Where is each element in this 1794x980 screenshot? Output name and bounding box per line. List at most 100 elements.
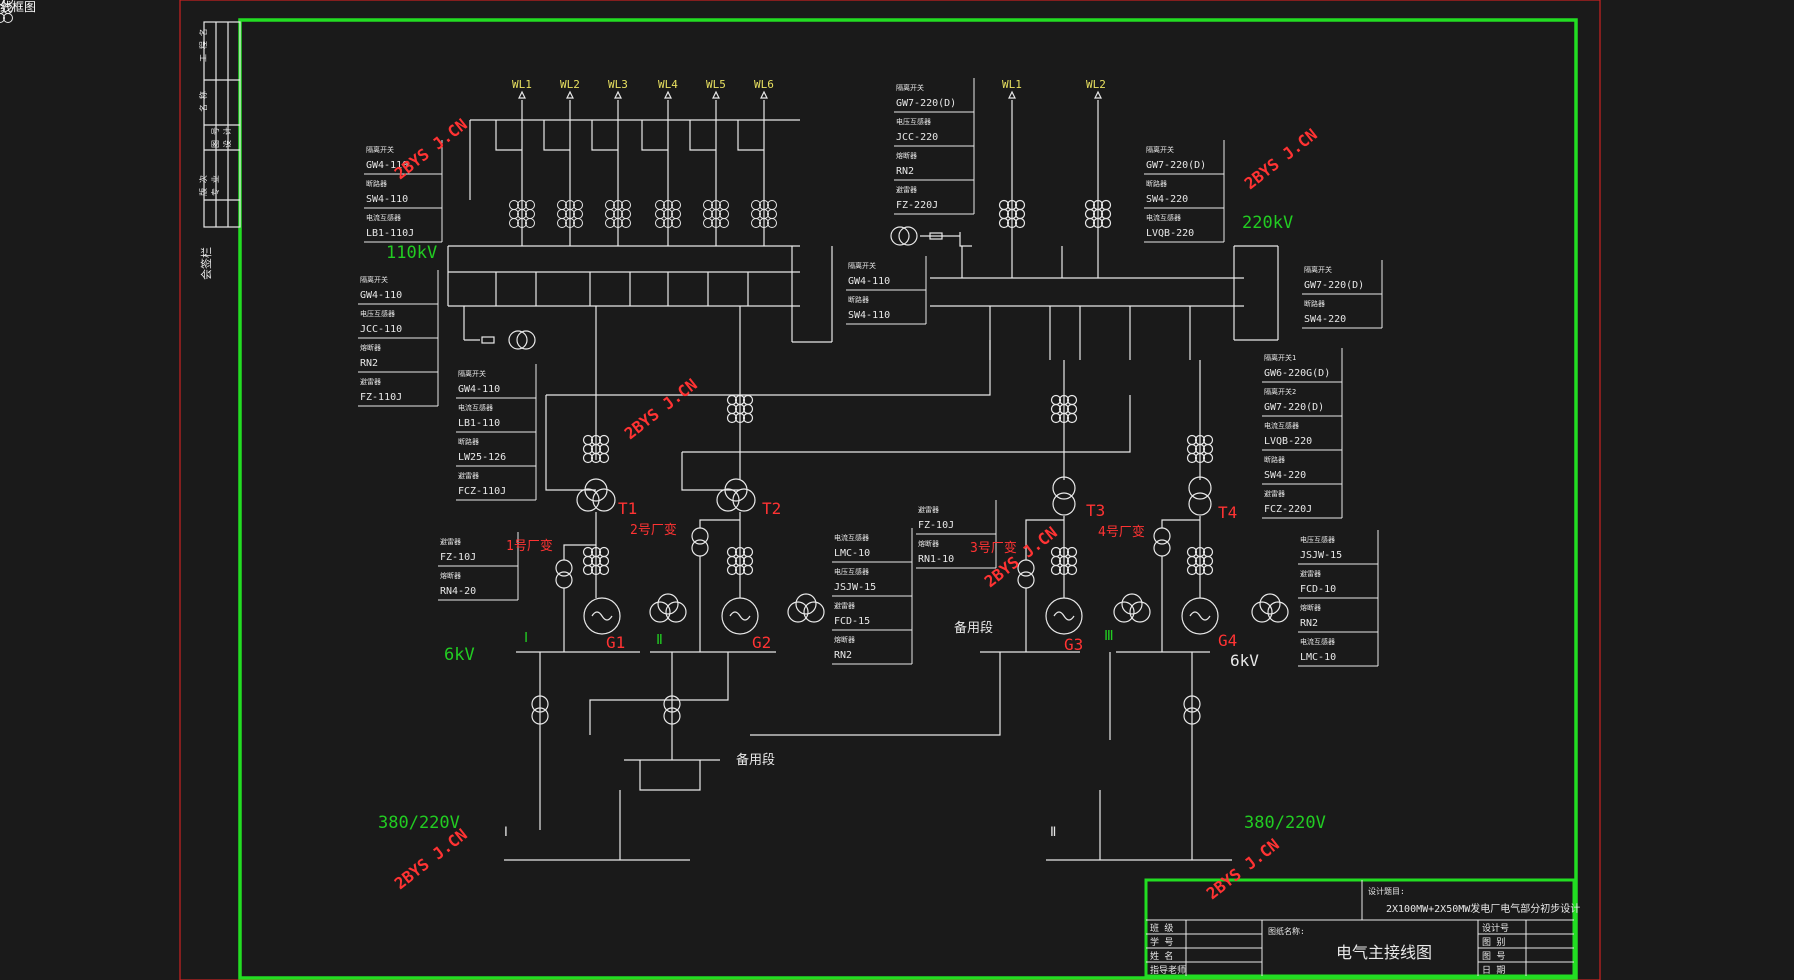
feeder-label-wl2: WL2 — [560, 78, 580, 91]
feeder-label-wl3: WL3 — [608, 78, 628, 91]
spec-box-type: 避雷器 — [834, 601, 855, 610]
spec-box-type: 隔离开关 — [1304, 265, 1332, 274]
section-label-1: Ⅰ — [524, 630, 528, 646]
spec-box-type: 隔离开关 — [1146, 145, 1174, 154]
spec-box-type: 断路器 — [1146, 179, 1167, 188]
drawing-frame — [238, 18, 1578, 980]
generator-g1 — [583, 597, 621, 635]
title-drawing-name: 电气主接线图 — [1336, 943, 1432, 962]
feeder-label-wl1: WL1 — [512, 78, 532, 91]
spec-box-type: 断路器 — [458, 437, 479, 446]
label-t4: T4 — [1218, 503, 1237, 522]
spec-box-type: 避雷器 — [1300, 569, 1321, 578]
ct-clusters-110 — [0, 0, 777, 228]
spec-box-type: 电流互感器 — [834, 533, 869, 542]
spec-box-model: LB1-110 — [458, 418, 500, 429]
title-right-row-4: 日 期 — [1482, 965, 1505, 976]
spec-box-model: SW4-110 — [366, 194, 408, 205]
title-right-row-2: 图 别 — [1482, 937, 1505, 948]
pt-sets-6kv — [649, 593, 1289, 623]
spec-box-type: 隔离开关 — [896, 83, 924, 92]
voltage-380-left: 380/220V — [378, 813, 460, 833]
label-station-transformer-1: 1号厂变 — [506, 538, 553, 554]
side-table-label-1: 工 程 名 — [198, 28, 208, 62]
spec-box-model: GW4-110 — [366, 160, 408, 171]
spec-box-model: FZ-110J — [360, 392, 402, 403]
spec-box-model: GW6-220G(D) — [1264, 368, 1330, 379]
feeder-label-220-wl1: WL1 — [1002, 78, 1022, 91]
spec-box-model: FCZ-220J — [1264, 504, 1312, 515]
label-backup-6kv: 备用段 — [954, 620, 993, 636]
spec-box-type: 隔离开关 — [848, 261, 876, 270]
spec-box-type: 断路器 — [366, 179, 387, 188]
spec-box-type: 避雷器 — [1264, 489, 1285, 498]
title-right-row-1: 设计号 — [1482, 922, 1509, 934]
spec-box-model: SW4-220 — [1304, 314, 1346, 325]
spec-box-model: LMC-10 — [1300, 652, 1336, 663]
label-station-transformer-4: 4号厂变 — [1098, 524, 1145, 540]
spec-box-type: 避雷器 — [896, 185, 917, 194]
spec-box-model: LB1-110J — [366, 228, 414, 239]
spec-box-type: 避雷器 — [360, 377, 381, 386]
transformer-feeds-220 — [1063, 360, 1201, 480]
spec-box-type: 电压互感器 — [896, 117, 931, 126]
feeder-bays-110 — [469, 90, 768, 306]
spec-box-model: JSJW-15 — [1300, 550, 1342, 561]
spec-box-type: 隔离开关1 — [1264, 353, 1296, 362]
spec-box-model: JCC-110 — [360, 324, 402, 335]
spec-box-model: LW25-126 — [458, 452, 506, 463]
title-left-row-4: 指导老师 — [1150, 964, 1186, 976]
voltage-110kv: 110kV — [386, 243, 437, 263]
spec-box-model: SW4-110 — [848, 310, 890, 321]
spec-box-type: 电流互感器 — [366, 213, 401, 222]
transformer-t3 — [1052, 476, 1076, 516]
voltage-380-right: 380/220V — [1244, 813, 1326, 833]
pt-220 — [890, 226, 960, 246]
side-table-label-4: 设 计 — [222, 127, 232, 148]
transformer-t2 — [716, 478, 756, 512]
title-drawing-label: 图纸名称: — [1268, 926, 1305, 936]
label-g3: G3 — [1064, 635, 1083, 654]
side-table-label-2: 名 称 — [198, 91, 208, 112]
watermark-6: 2BYS J.CN — [1203, 835, 1283, 903]
watermark-1: 2BYS J.CN — [391, 115, 471, 183]
spec-box-model: LMC-10 — [834, 548, 870, 559]
transformer-t1 — [576, 478, 616, 512]
watermark-4: 2BYS J.CN — [981, 523, 1061, 591]
spec-box-model: RN2 — [834, 650, 852, 661]
spec-box-model: SW4-220 — [1146, 194, 1188, 205]
watermark-3: 2BYS J.CN — [1241, 125, 1321, 193]
spec-box-type: 电流互感器 — [1264, 421, 1299, 430]
spec-box-model: FCZ-110J — [458, 486, 506, 497]
spec-box-type: 隔离开关2 — [1264, 387, 1296, 396]
lv-transformers — [531, 695, 1201, 725]
drawing-tab-title: 线框图 — [0, 0, 37, 14]
spec-box-model: GW7-220(D) — [1264, 402, 1324, 413]
title-block — [1144, 878, 1576, 978]
spec-box-type: 电流互感器 — [1300, 637, 1335, 646]
spec-box-model: JSJW-15 — [834, 582, 876, 593]
spec-box-type: 避雷器 — [458, 471, 479, 480]
transformer-t4 — [1188, 476, 1212, 516]
title-left-row-2: 学 号 — [1150, 936, 1173, 948]
spec-box-type: 电压互感器 — [834, 567, 869, 576]
spec-boxes: 隔离开关 GW4-110 断路器 SW4-110 电流互感器 LB1-110J 隔离开关 GW… — [358, 78, 1383, 667]
spec-box-model: GW7-220(D) — [1146, 160, 1206, 171]
spec-box-model: FZ-10J — [440, 552, 476, 563]
spec-box-type: 熔断器 — [918, 539, 939, 548]
spec-box-type: 断路器 — [1304, 299, 1325, 308]
spec-box-model: SW4-220 — [1264, 470, 1306, 481]
transformer-feeds-110 — [595, 306, 741, 480]
watermark-5: 2BYS J.CN — [391, 825, 471, 893]
sidebar-label: 会签栏 — [199, 247, 213, 280]
spec-box-type: 电流互感器 — [458, 403, 493, 412]
spec-box-model: RN2 — [360, 358, 378, 369]
section-label-2: Ⅱ — [656, 632, 663, 648]
side-table-label-5: 版 次 — [198, 175, 208, 196]
side-table-label-3: 图 号 — [211, 127, 220, 148]
spec-box-model: GW4-110 — [360, 290, 402, 301]
label-station-transformer-2: 2号厂变 — [630, 522, 677, 538]
section-label-3: Ⅲ — [1104, 628, 1114, 644]
spec-box-type: 电压互感器 — [1300, 535, 1335, 544]
